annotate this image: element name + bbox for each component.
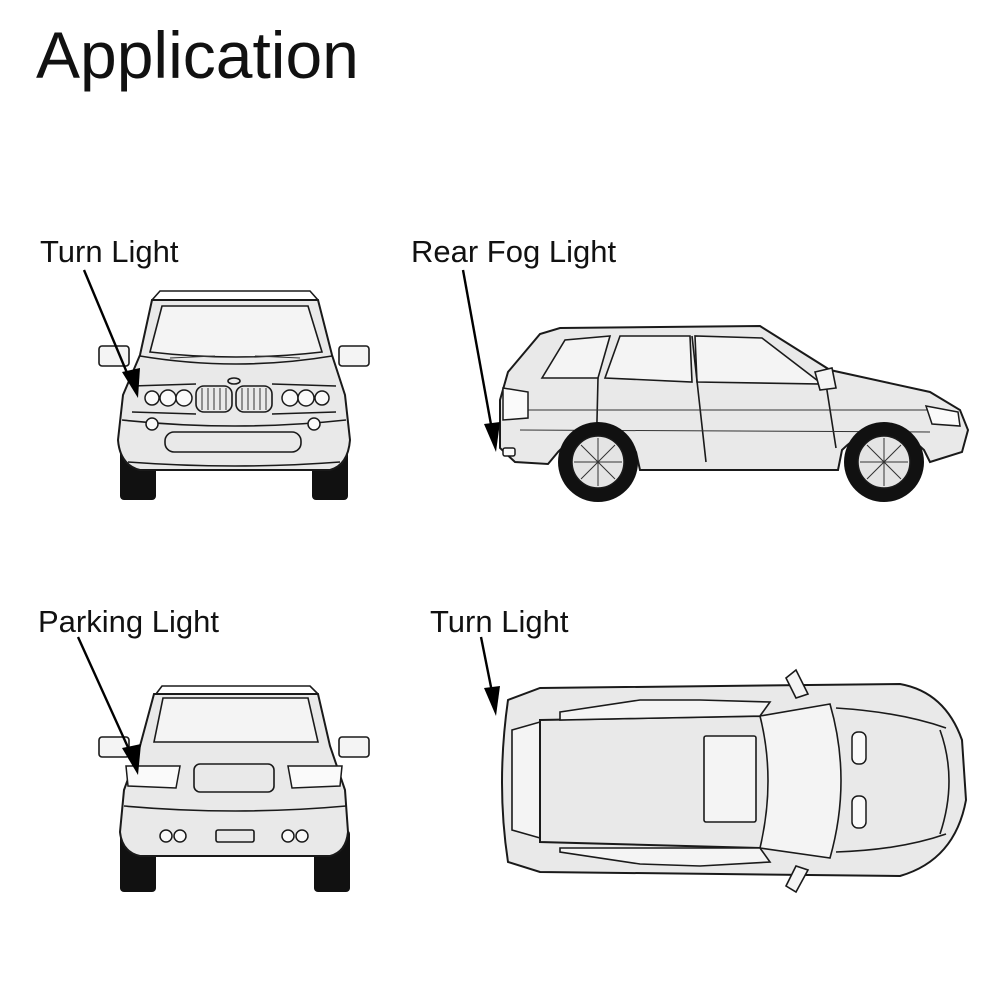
- front-door-window: [694, 335, 825, 385]
- left-hood-vent: [851, 731, 867, 765]
- left-exhaust-2: [173, 829, 187, 843]
- car-side-view: [499, 324, 970, 502]
- pointer-arrows: [76, 269, 500, 775]
- rear-fog-lamp: [502, 447, 516, 457]
- page-title: Application: [36, 18, 359, 92]
- car-top-view: [501, 668, 968, 894]
- rear-quarter-window: [540, 335, 612, 379]
- car-front-view: [98, 290, 370, 500]
- right-tail-light: [287, 765, 343, 789]
- top-right-mirror: [784, 865, 810, 894]
- arrow-front-turn-light: [82, 269, 132, 381]
- left-headlamp-inner: [175, 389, 193, 407]
- right-exhaust-2: [295, 829, 309, 843]
- arrow-head-front-turn-light: [122, 368, 140, 398]
- right-hood-vent: [851, 795, 867, 829]
- left-kidney-grille: [195, 385, 233, 413]
- top-windshield: [759, 703, 842, 859]
- rear-window: [153, 697, 320, 743]
- arrow-head-parking-light: [122, 744, 141, 775]
- top-left-mirror: [784, 668, 810, 699]
- rear-fog-light-label: Rear Fog Light: [411, 234, 617, 269]
- left-headlamp-outer: [144, 390, 160, 406]
- arrow-parking-light: [76, 636, 133, 755]
- car-rear-view: [98, 685, 370, 892]
- rear-reflector-plate: [215, 829, 255, 843]
- arrow-rear-fog-light: [461, 269, 494, 431]
- sunroof: [703, 735, 757, 823]
- right-fog-lamp: [307, 417, 321, 431]
- arrow-head-top-turn-light: [484, 686, 500, 716]
- right-kidney-grille: [235, 385, 273, 413]
- arrow-top-turn-light: [479, 636, 494, 693]
- right-mirror: [338, 345, 370, 367]
- top-right-side-windows: [559, 847, 772, 867]
- front-turn-light-label: Turn Light: [40, 234, 179, 269]
- side-headlight: [924, 405, 961, 427]
- right-headlamp-mid: [297, 389, 315, 407]
- left-tail-light: [125, 765, 181, 789]
- parking-light-label: Parking Light: [38, 604, 219, 639]
- top-rear-glass: [511, 720, 541, 840]
- left-mirror: [98, 345, 130, 367]
- top-left-side-windows: [559, 699, 772, 721]
- windshield: [148, 305, 324, 358]
- left-headlamp-mid: [159, 389, 177, 407]
- arrow-head-rear-fog-light: [484, 422, 500, 452]
- rear-right-mirror: [338, 736, 370, 758]
- left-exhaust-1: [159, 829, 173, 843]
- right-headlamp-outer: [314, 390, 330, 406]
- lower-intake: [164, 431, 302, 453]
- side-mirror: [814, 367, 837, 391]
- rear-door-window: [603, 335, 693, 383]
- side-taillight: [502, 387, 529, 421]
- left-fog-lamp: [145, 417, 159, 431]
- roof-rack: [151, 290, 319, 301]
- right-headlamp-inner: [281, 389, 299, 407]
- top-turn-light-label: Turn Light: [430, 604, 569, 639]
- right-exhaust-1: [281, 829, 295, 843]
- license-plate-recess: [193, 763, 275, 793]
